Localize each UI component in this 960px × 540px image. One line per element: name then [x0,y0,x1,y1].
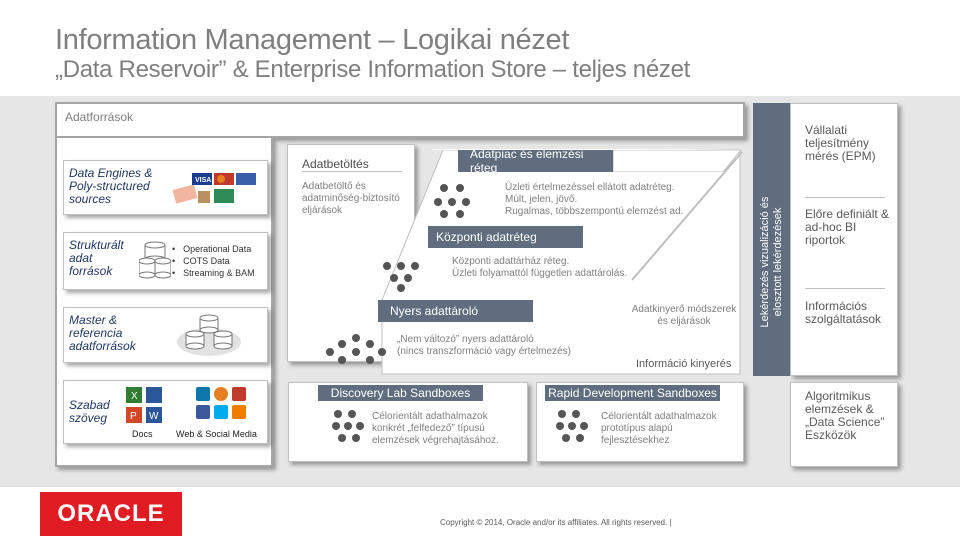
query-visualization-label: Lekérdezés vizualizáció és elosztott lek… [759,132,785,392]
page-subtitle: „Data Reservoir” & Enterprise Informatio… [55,56,691,83]
web-social-label: Web & Social Media [176,429,257,439]
list-item: Operational Data [172,243,255,255]
ingest-desc: Adatbetöltő és adatminőség-biztosító elj… [302,181,400,216]
svg-text:P: P [130,411,137,422]
rapid-desc-line: fejlesztésekhez [601,435,670,446]
free-text-label: Szabad szöveg [69,398,110,425]
rapid-desc: Célorientált adathalmazok prototípus ala… [601,411,717,447]
rapid-desc-line: prototípus alapú [601,423,673,434]
divider [805,288,885,289]
algorithms-box [790,382,898,467]
sources-header-label: Adatforrások [65,110,134,124]
vertical-line: Lekérdezés vizualizáció és [759,196,771,328]
central-desc-line: Üzleti folyamattól független adattárolás… [452,268,628,279]
list-item: COTS Data [172,255,255,267]
raw-icon [326,334,386,364]
list-item: Streaming & BAM [172,267,255,279]
discovery-desc: Célorientált adathalmazok konkrét „felfe… [372,411,499,447]
rapid-title: Rapid Development Sandboxes [545,385,720,401]
raw-bar: Nyers adattároló [378,300,533,322]
discovery-icon [332,410,364,442]
free-text-box: Szabad szöveg X W P Docs Web & Social Me… [63,380,268,444]
structured-items: Operational Data COTS Data Streaming & B… [172,243,255,279]
divider [805,197,885,198]
datamart-desc-line: Múlt, jelen, jövő. [505,194,578,205]
datamart-icon [434,184,470,218]
oracle-logo: ORACLE [40,492,182,536]
raw-desc-line: „Nem változó” nyers adattároló [397,334,534,345]
page-title: Information Management – Logikai nézet [55,24,570,56]
reporting-box [790,103,898,376]
query-visualization-bar [753,103,791,376]
raw-desc-line: (nincs transzformáció vagy értelmezés) [397,346,571,357]
docs-label: Docs [132,429,153,439]
social-media-icon [196,387,246,419]
master-data-box: Master & referencia adatforrások [63,307,268,363]
central-icon [383,262,419,292]
data-engines-label: Data Engines & Poly-structured sources [69,166,153,206]
datamart-desc-line: Rugalmas, többszempontú elemzést ad. [505,206,684,217]
structured-label: Strukturált adat források [69,238,124,278]
title-area [0,0,960,96]
info-services-label: Információs szolgáltatások [805,299,882,326]
cards-icon: VISA [172,173,256,204]
epm-label: Vállalati teljesítmény mérés (EPM) [805,123,876,163]
database-cluster-icon [177,314,241,356]
svg-text:VISA: VISA [195,177,211,184]
divider [302,171,402,172]
svg-text:X: X [131,391,138,402]
data-engines-box: Data Engines & Poly-structured sources V… [63,160,268,215]
office-docs-icon: X W P [126,387,162,423]
mining-label: Adatkinyerő módszerek és eljárások [631,304,737,327]
master-label: Master & referencia adatforrások [69,313,136,353]
vertical-line: elosztott lekérdezések [772,207,784,317]
bi-reports-label: Előre definiált & ad-hoc BI riportok [805,207,890,247]
discovery-desc-line: Célorientált adathalmazok [372,411,488,422]
datamart-desc-line: Üzleti értelmezéssel ellátott adatréteg. [505,182,675,193]
algorithms-label: Algoritmikus elemzések & „Data Science” … [805,389,885,442]
info-extract-label: Információ kinyerés [636,358,732,370]
copyright-text: Copyright © 2014, Oracle and/or its affi… [440,518,672,527]
svg-text:W: W [149,411,159,422]
database-icon [139,241,171,279]
structured-sources-box: Strukturált adat források Operational Da… [63,232,268,290]
discovery-desc-line: elemzések végrehajtásához. [372,435,499,446]
rapid-desc-line: Célorientált adathalmazok [601,411,717,422]
central-bar: Központi adatréteg [428,226,583,248]
discovery-desc-line: konkrét „felfedező” típusú [372,423,485,434]
central-desc-line: Központi adattárház réteg. [452,256,570,267]
central-desc: Központi adattárház réteg. Üzleti folyam… [452,256,627,280]
discovery-title: Discovery Lab Sandboxes [318,385,483,401]
datamart-bar: Adatpiac és elemzési réteg [458,147,613,175]
raw-desc: „Nem változó” nyers adattároló (nincs tr… [397,334,571,358]
datamart-bar-tail [613,150,742,172]
ingest-title: Adatbetöltés [302,157,369,171]
staircase-edge [631,151,743,281]
rapid-icon [556,410,588,442]
datamart-desc: Üzleti értelmezéssel ellátott adatréteg.… [505,182,683,218]
sources-header-box [55,102,745,138]
